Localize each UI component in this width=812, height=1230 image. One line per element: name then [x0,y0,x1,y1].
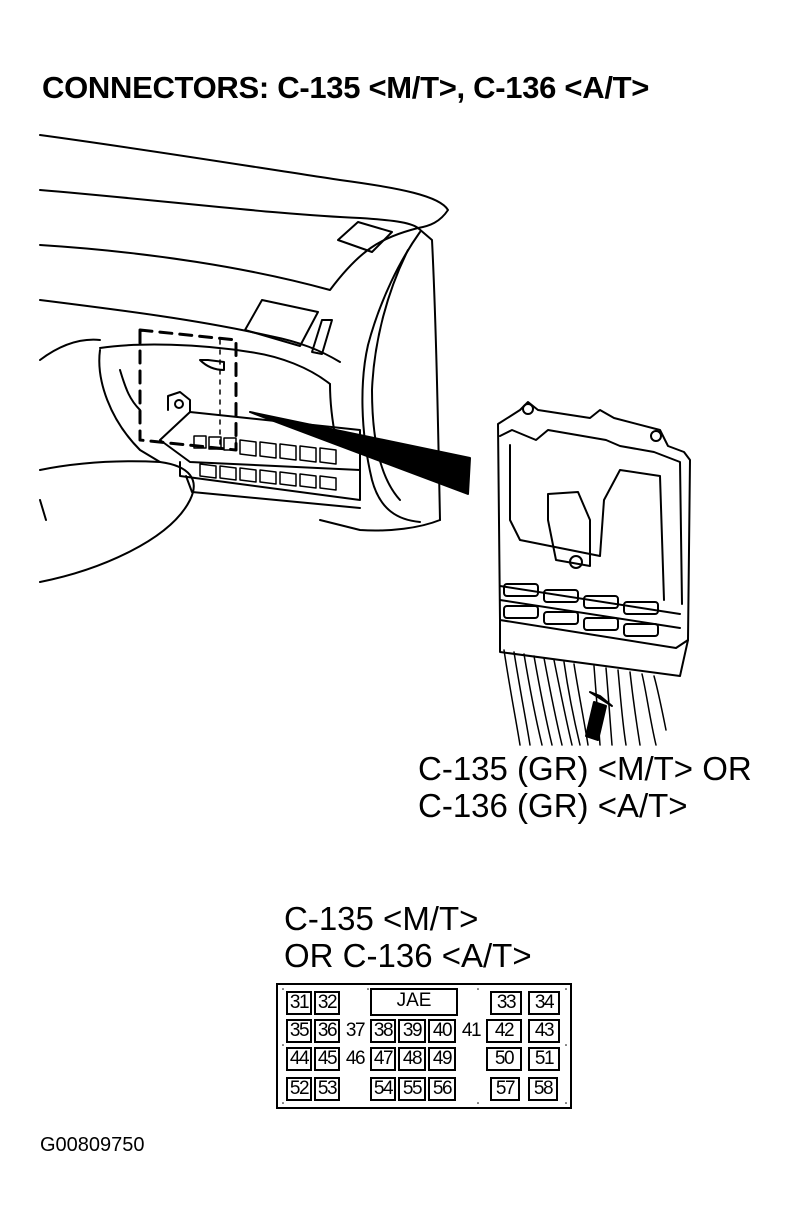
pin-36: 36 [314,1019,340,1043]
pin-53: 53 [314,1077,340,1101]
connector-face-title-line-2: OR C-136 <A/T> [284,937,532,974]
connector-face-title-line-1: C-135 <M/T> [284,900,479,937]
diagram-title: CONNECTORS: C-135 <M/T>, C-136 <A/T> [42,70,650,105]
pin-54: 54 [370,1077,396,1101]
pin-47: 47 [370,1047,396,1071]
pin-32: 32 [314,991,340,1015]
pin-57: 57 [490,1077,520,1101]
pin-40: 40 [428,1019,456,1043]
pin-42: 42 [486,1019,522,1043]
pin-34: 34 [528,991,560,1015]
connector-face-title: C-135 <M/T> OR C-136 <A/T> [284,900,532,974]
pin-55: 55 [398,1077,426,1101]
pin-49: 49 [428,1047,456,1071]
pin-52: 52 [286,1077,312,1101]
pin-37: 37 [345,1020,366,1041]
pin-45: 45 [314,1047,340,1071]
pin-58: 58 [528,1077,558,1101]
pin-44: 44 [286,1047,312,1071]
pin-46: 46 [345,1048,366,1069]
pin-51: 51 [528,1047,560,1071]
connector-pin-face: JAE 31 32 33 34 35 36 37 38 39 40 41 42 … [276,983,572,1109]
pin-33: 33 [490,991,522,1015]
maker-label: JAE [370,988,458,1016]
pin-56: 56 [428,1077,456,1101]
ecu-connector-drawing [498,402,690,745]
callout-line-2: C-136 (GR) <A/T> [418,787,688,824]
callout-line-1: C-135 (GR) <M/T> OR [418,750,752,787]
pin-48: 48 [398,1047,426,1071]
pointer-wedge [250,412,470,494]
pin-43: 43 [528,1019,560,1043]
pin-31: 31 [286,991,312,1015]
connector-callout: C-135 (GR) <M/T> OR C-136 (GR) <A/T> [418,750,752,824]
pin-38: 38 [370,1019,396,1043]
pin-41: 41 [461,1020,482,1041]
instrument-panel-drawing [40,135,448,582]
pin-50: 50 [486,1047,522,1071]
figure-id: G00809750 [40,1134,145,1156]
face-texture [282,988,567,1104]
pin-35: 35 [286,1019,312,1043]
pin-39: 39 [398,1019,426,1043]
